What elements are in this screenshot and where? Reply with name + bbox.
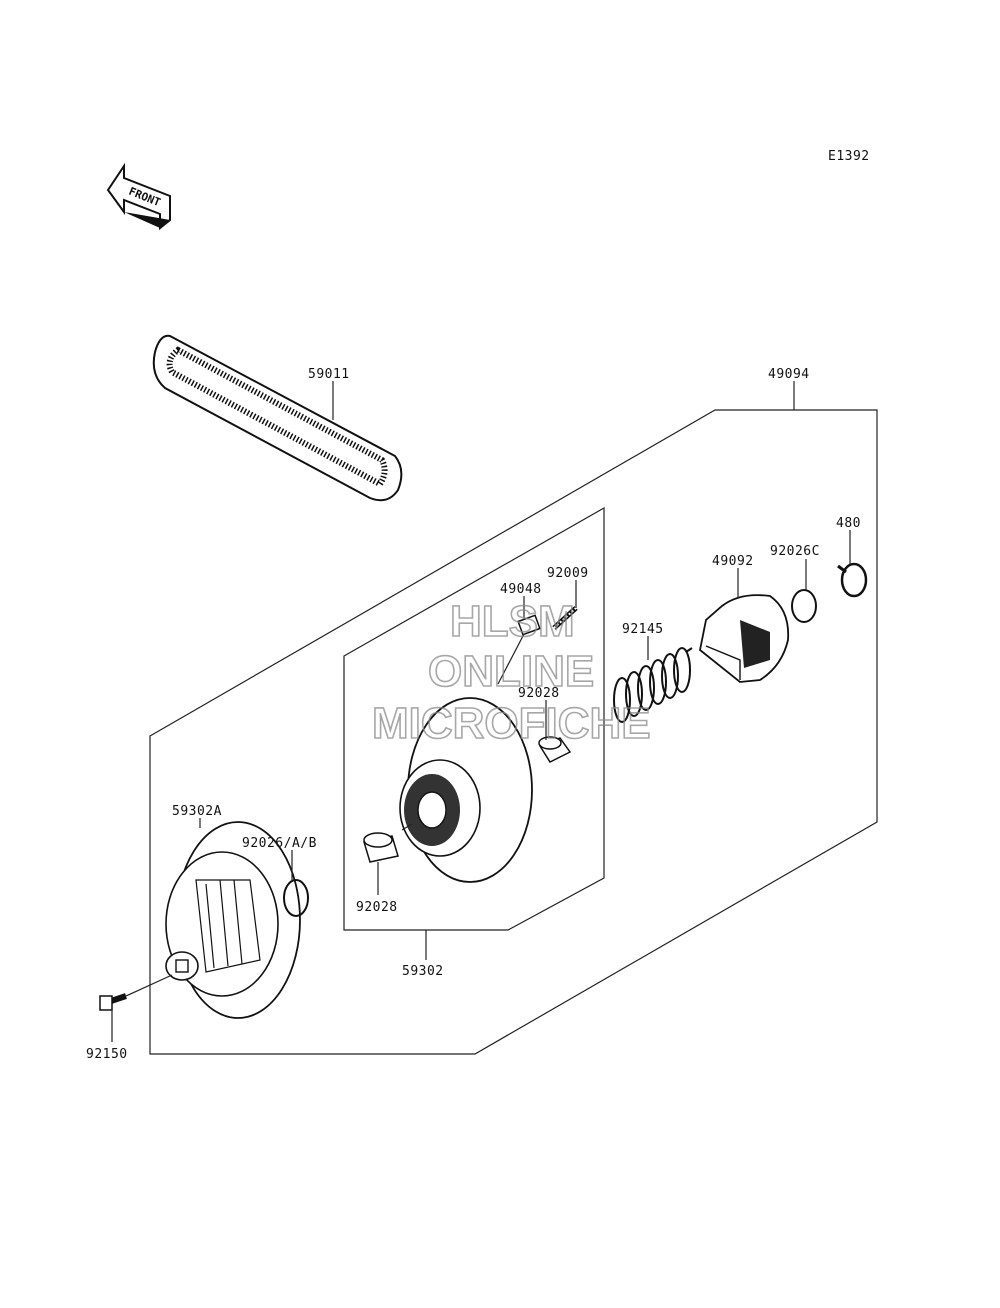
front-arrow-icon: FRONT — [106, 162, 171, 231]
label-49094: 49094 — [768, 367, 810, 382]
leader-lines — [111, 381, 851, 1042]
label-92026-a-b: 92026/A/B — [242, 836, 317, 851]
label-92026c: 92026C — [770, 544, 820, 559]
snap-ring-480 — [837, 562, 868, 598]
label-59302a: 59302A — [172, 804, 222, 819]
bolt-92150 — [99, 993, 127, 1011]
watermark-line1: HLSM — [450, 597, 575, 646]
movable-sheave-59302 — [399, 697, 533, 883]
label-92028-top: 92028 — [518, 686, 560, 701]
assembly-59302-outline — [343, 506, 605, 931]
watermark: HLSM ONLINE MICROFICHE — [371, 596, 651, 749]
screw-92009 — [552, 606, 578, 630]
drive-belt-59011 — [152, 334, 403, 502]
shoe-49048 — [517, 614, 541, 636]
label-49048: 49048 — [500, 582, 542, 597]
washer-92026-a-b — [283, 879, 309, 917]
spring-92145 — [613, 647, 693, 723]
watermark-line2: ONLINE — [428, 647, 594, 696]
diagram-code: E1392 — [828, 149, 870, 164]
bushing-92028-top — [538, 736, 572, 763]
label-59011: 59011 — [308, 367, 350, 382]
label-49092: 49092 — [712, 554, 754, 569]
fixed-sheave-59302a — [165, 821, 301, 1019]
label-480: 480 — [836, 516, 861, 531]
bushing-92028-bottom — [363, 832, 399, 863]
label-92150: 92150 — [86, 1047, 128, 1062]
cam-49092 — [699, 594, 790, 683]
label-92009: 92009 — [547, 566, 589, 581]
label-59302: 59302 — [402, 964, 444, 979]
label-92145: 92145 — [622, 622, 664, 637]
washer-92026c — [791, 589, 817, 623]
label-92028-bottom: 92028 — [356, 900, 398, 915]
assembly-49094-outline — [149, 409, 878, 1055]
watermark-line3: MICROFICHE — [372, 699, 651, 748]
